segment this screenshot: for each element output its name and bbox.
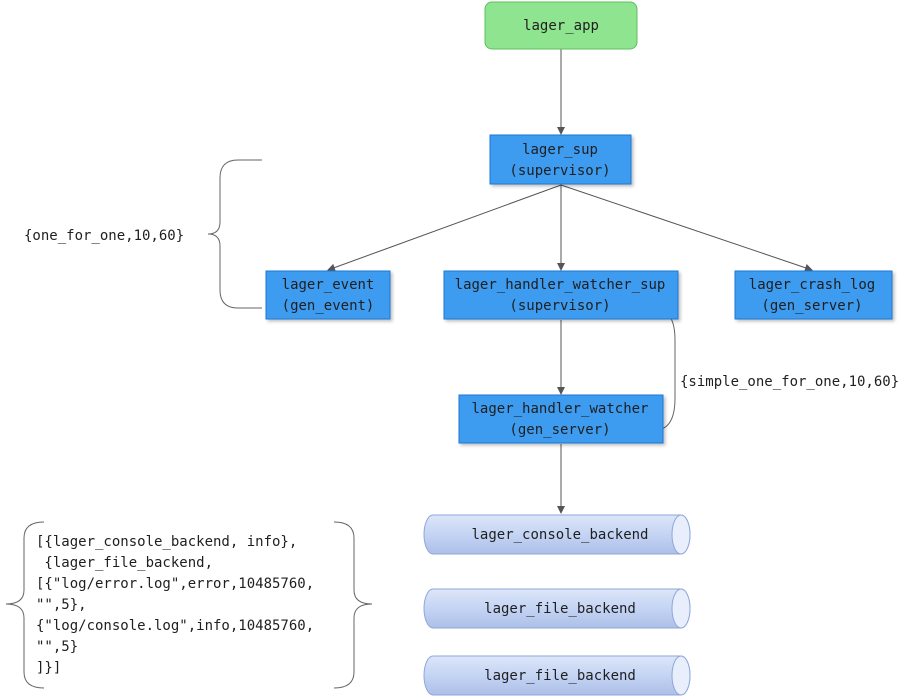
node-lager-app-label: lager_app [523,18,599,34]
edge-sup-to-crash-log [560,184,813,272]
backend-config-line: [{"log/error.log",error,10485760, [36,576,314,592]
annotation-watcher-sup-restart-strategy: {simple_one_for_one,10,60} [680,374,899,390]
node-lager-handler-watcher-sup: lager_handler_watcher_sup (supervisor) [443,270,679,320]
node-lager-event: lager_event (gen_event) [265,270,391,320]
annotation-backend-config: [{lager_console_backend, info}, {lager_f… [36,534,314,676]
node-lager-crash-log-type: (gen_server) [761,298,862,314]
left-brace-sup-strategy [207,159,262,309]
node-lager-crash-log-name: lager_crash_log [749,277,875,293]
node-lager-handler-watcher-name: lager_handler_watcher [471,401,648,417]
edges [327,49,813,514]
node-lager-app: lager_app [484,1,638,50]
backend-file-2-label: lager_file_backend [484,668,636,684]
backend-config-line: ]}] [36,660,61,676]
node-lager-sup: lager_sup (supervisor) [489,134,632,185]
backend-config-line: {lager_file_backend, [36,555,213,571]
node-lager-handler-watcher-type: (gen_server) [509,422,610,438]
node-lager-handler-watcher: lager_handler_watcher (gen_server) [458,394,664,444]
node-lager-sup-type: (supervisor) [509,163,610,179]
backend-file-1-label: lager_file_backend [484,601,636,617]
backend-console-label: lager_console_backend [471,527,648,543]
backend-config-line: "",5} [36,639,78,655]
node-lager-handler-watcher-sup-type: (supervisor) [509,298,610,314]
backend-config-line: [{lager_console_backend, info}, [36,534,297,550]
backend-config-line: {"log/console.log",info,10485760, [36,618,314,634]
node-lager-event-name: lager_event [282,277,375,293]
node-lager-crash-log: lager_crash_log (gen_server) [734,270,893,320]
annotation-sup-restart-strategy: {one_for_one,10,60} [24,228,184,244]
node-lager-handler-watcher-sup-name: lager_handler_watcher_sup [455,277,666,293]
brace-backend-config [5,521,373,689]
node-lager-sup-name: lager_sup [522,142,598,158]
backend-file-1: lager_file_backend [423,588,691,629]
backend-console: lager_console_backend [423,514,691,555]
backend-file-2: lager_file_backend [423,655,691,696]
backend-config-line: "",5}, [36,597,87,613]
node-lager-event-type: (gen_event) [282,298,375,314]
edge-sup-to-event [327,184,562,272]
